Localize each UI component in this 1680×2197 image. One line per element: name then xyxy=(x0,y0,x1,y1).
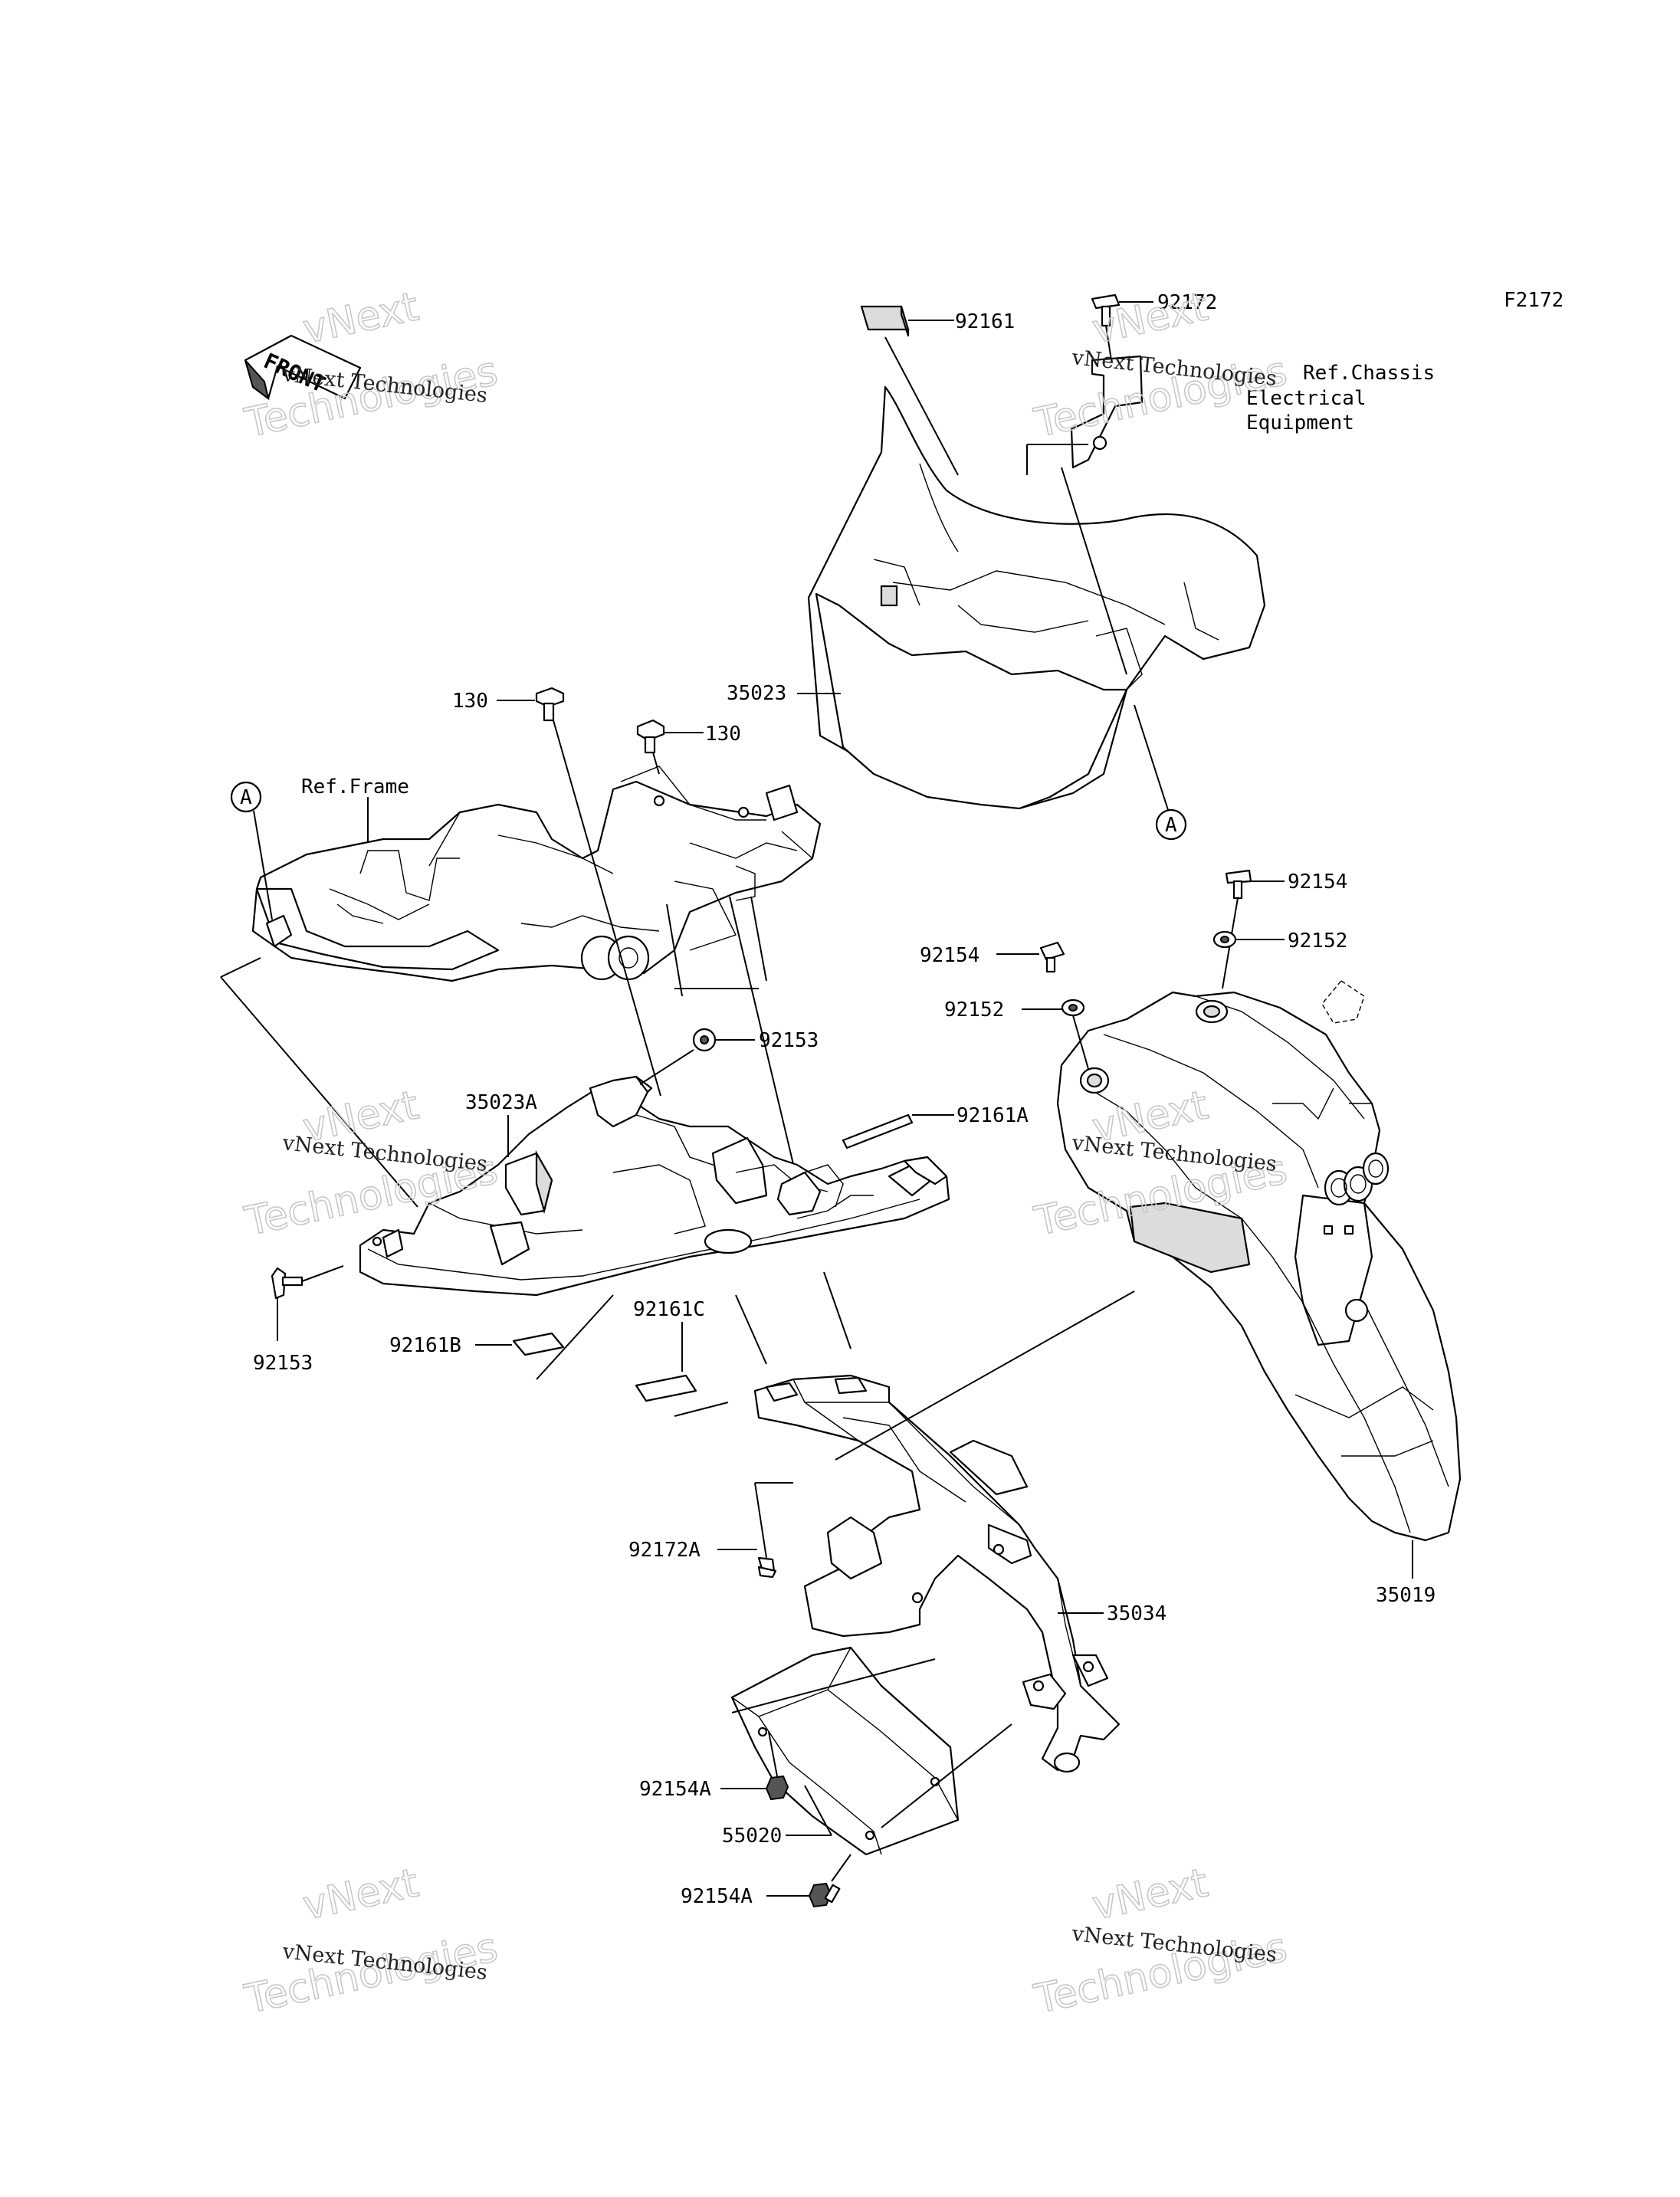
circle-a-left: A xyxy=(230,781,262,813)
part-92153-bolt-left xyxy=(271,1265,344,1341)
part-55020-plate xyxy=(730,1646,960,1856)
callout-35023: 35023 xyxy=(727,682,786,705)
ref-chassis-line2: Electrical xyxy=(1246,387,1367,410)
part-130-bolt-right xyxy=(636,719,798,1181)
callout-92154-right: 92154 xyxy=(1288,871,1347,894)
callout-130-left: 130 xyxy=(452,690,488,713)
callout-92161B: 92161B xyxy=(389,1334,461,1357)
part-92161B-pad xyxy=(475,1332,565,1356)
ref-chassis-line3: Equipment xyxy=(1246,412,1354,434)
circle-a-right: A xyxy=(1155,808,1187,841)
callout-92154A-upper: 92154A xyxy=(639,1778,711,1801)
part-92152-washer-right xyxy=(1212,930,1285,949)
callout-92161A: 92161A xyxy=(956,1104,1029,1127)
callout-35019: 35019 xyxy=(1376,1584,1436,1607)
part-92154-screw-left xyxy=(996,941,1065,973)
part-35019-rear-fender xyxy=(1056,980,1462,1542)
callout-35023A: 35023A xyxy=(465,1091,537,1114)
part-92153-grommet-top xyxy=(639,1028,755,1085)
svg-text:vNext: vNext xyxy=(1088,284,1212,353)
diagram-code: F2172 xyxy=(1504,289,1564,312)
part-35034-bracket xyxy=(753,1374,1121,1773)
svg-text:A: A xyxy=(1165,814,1177,837)
part-92161A-pad xyxy=(842,1113,954,1149)
svg-text:vNext: vNext xyxy=(1088,1860,1212,1929)
watermark-bottom-left: vNext Technologies vNext Technologies xyxy=(240,1860,502,2024)
callout-92153-top: 92153 xyxy=(759,1029,819,1052)
part-92154A-bolt-lower xyxy=(766,1854,851,1908)
part-92152-washer-left xyxy=(1022,998,1089,1070)
callout-92153-left: 92153 xyxy=(253,1352,313,1375)
part-35023A-under-tray xyxy=(359,1075,950,1297)
callout-92152-left: 92152 xyxy=(944,998,1004,1021)
part-92172-screw xyxy=(1070,293,1153,469)
callout-92161C: 92161C xyxy=(633,1298,705,1321)
svg-text:vNext: vNext xyxy=(299,284,422,353)
part-92161-pad xyxy=(860,305,959,476)
part-130-bolt-left xyxy=(497,687,661,1097)
callout-92154A-lower: 92154A xyxy=(681,1885,753,1908)
svg-text:A: A xyxy=(240,786,252,809)
callout-92172A: 92172A xyxy=(628,1539,701,1562)
ref-frame-assembly xyxy=(251,766,822,997)
callout-35034: 35034 xyxy=(1107,1602,1166,1625)
callout-92154-left: 92154 xyxy=(920,944,979,967)
callout-55020: 55020 xyxy=(722,1825,782,1848)
front-arrow-icon: FRONT xyxy=(244,334,362,401)
callout-92161: 92161 xyxy=(955,310,1015,333)
ref-frame-label: Ref.Frame xyxy=(301,776,409,798)
part-92154A-nut-upper xyxy=(720,1731,789,1801)
callout-92172: 92172 xyxy=(1157,291,1217,314)
part-92154-screw-right xyxy=(1222,869,1285,989)
part-35023-seat-cowl xyxy=(807,385,1266,810)
callout-92152-right: 92152 xyxy=(1288,930,1347,953)
part-92161C-pad xyxy=(635,1322,697,1402)
ref-chassis-line1: Ref.Chassis xyxy=(1303,362,1435,385)
svg-text:vNext: vNext xyxy=(299,1860,422,1929)
watermark-bottom-right: vNext Technologies vNext Technologies xyxy=(1029,1860,1291,2024)
callout-130-right: 130 xyxy=(705,723,741,746)
part-92172A-screw xyxy=(717,1482,793,1579)
